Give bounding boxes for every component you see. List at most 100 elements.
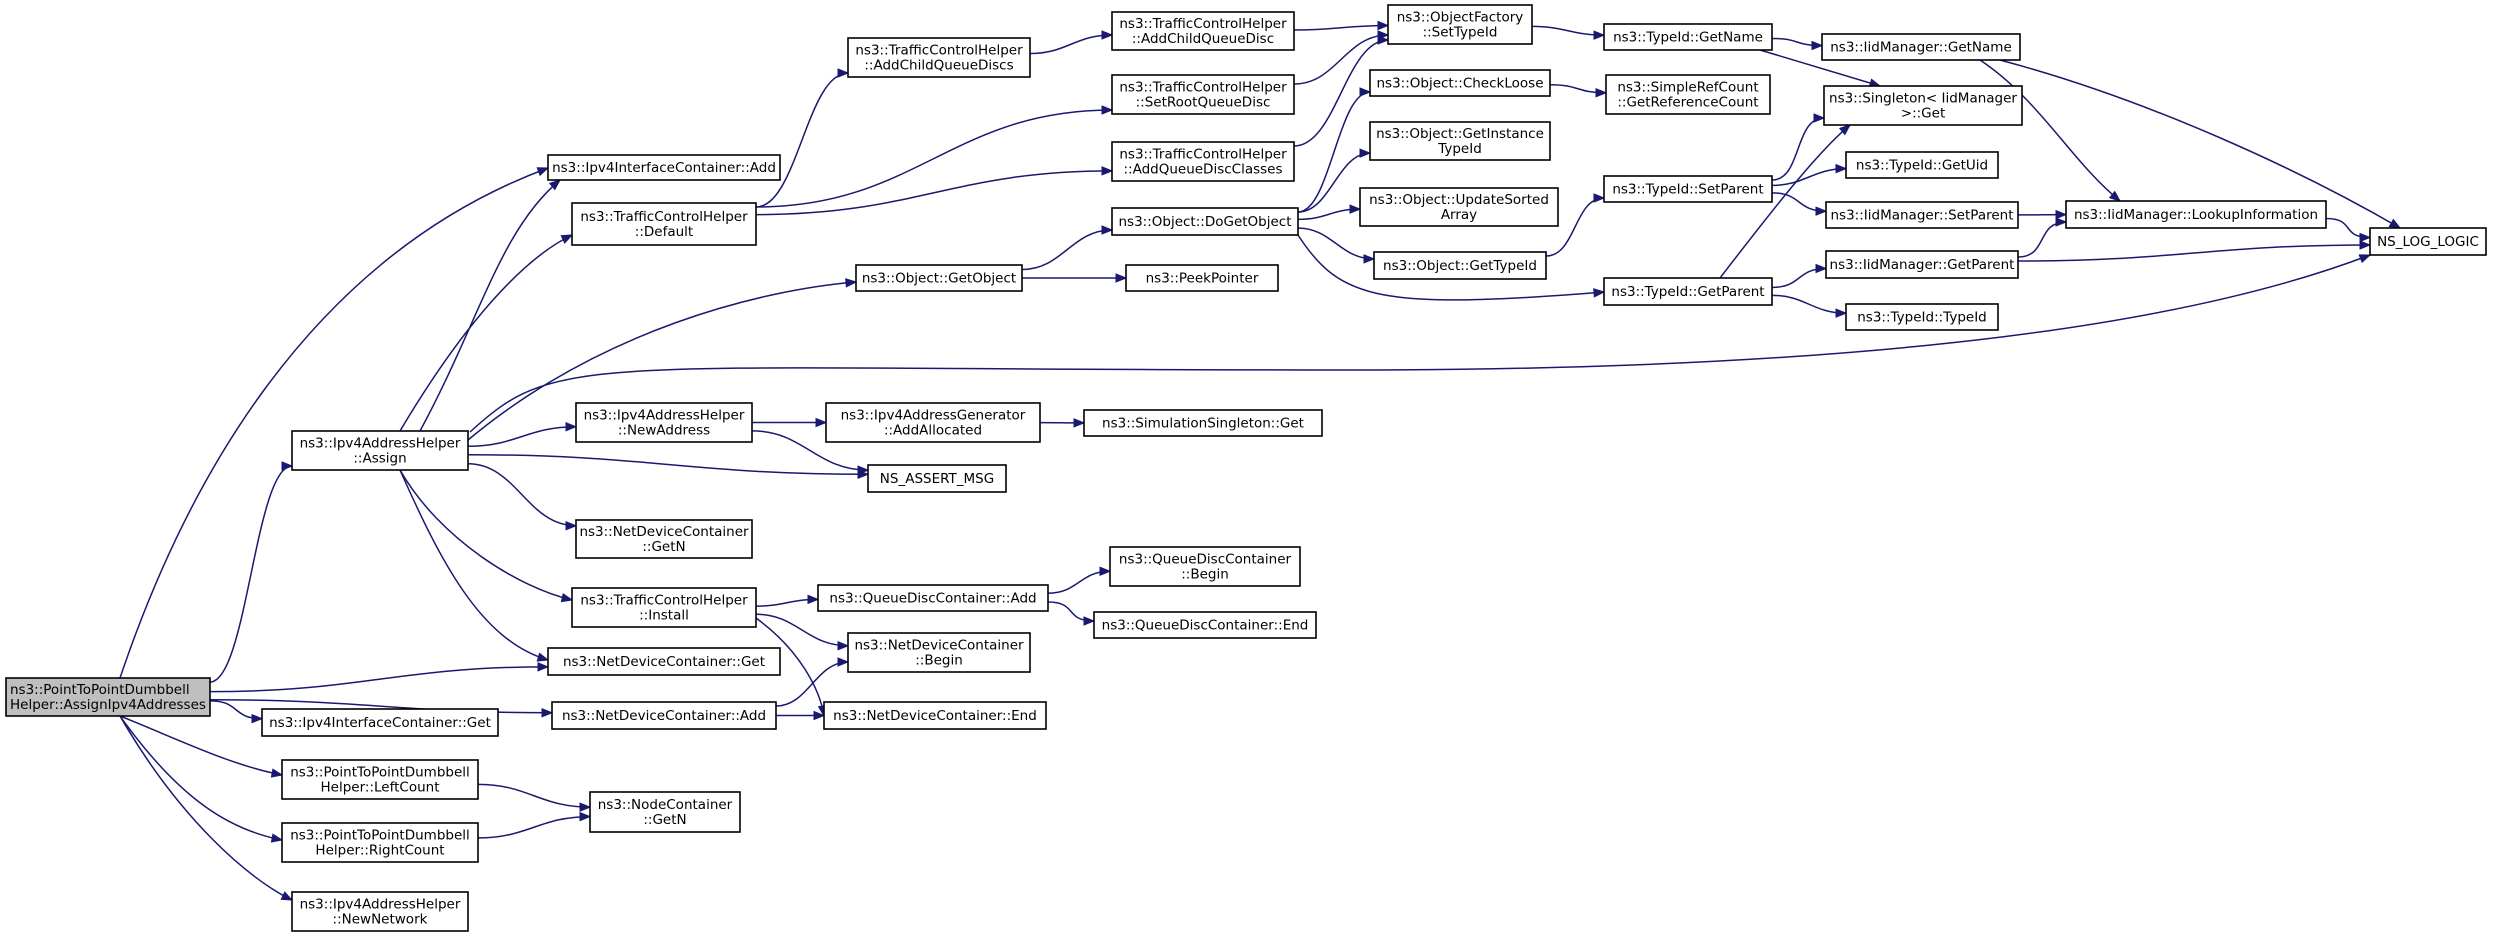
node-obj-dogetobject[interactable]: ns3::Object::DoGetObject — [1111, 207, 1299, 236]
node-label-line: ns3::TypeId::TypeId — [1857, 310, 1987, 326]
node-root[interactable]: ns3::PointToPointDumbbellHelper::AssignI… — [5, 677, 211, 717]
node-tch-default[interactable]: ns3::TrafficControlHelper::Default — [571, 202, 757, 246]
node-label-line: ::AddChildQueueDiscs — [864, 58, 1013, 74]
node-label-line: ns3::NetDeviceContainer::Get — [563, 654, 765, 670]
node-box — [867, 464, 1007, 493]
edge-obj_getobject-to-peekpointer — [1022, 273, 1128, 283]
node-iidm-getparent[interactable]: ns3::IidManager::GetParent — [1825, 250, 2019, 279]
node-label-line: ns3::NetDeviceContainer::End — [833, 708, 1037, 724]
node-tch-setrootqueuedisc[interactable]: ns3::TrafficControlHelper::SetRootQueueD… — [1111, 74, 1295, 115]
node-tch-install[interactable]: ns3::TrafficControlHelper::Install — [571, 587, 757, 628]
node-p2p-rightcount[interactable]: ns3::PointToPointDumbbellHelper::RightCo… — [281, 822, 479, 863]
node-ndc-end[interactable]: ns3::NetDeviceContainer::End — [823, 701, 1047, 730]
edge-ipv4ah_assign-to-ndc_get — [399, 469, 550, 662]
node-box — [1093, 611, 1317, 639]
node-label-line: ns3::IidManager::GetParent — [1830, 257, 2015, 273]
edge-arrowhead — [1593, 193, 1606, 203]
node-iidm-getname[interactable]: ns3::IidManager::GetName — [1821, 33, 2021, 61]
node-obj-getobject[interactable]: ns3::Object::GetObject — [855, 264, 1023, 292]
node-box — [1821, 33, 2021, 61]
node-qdc-add[interactable]: ns3::QueueDiscContainer::Add — [817, 584, 1049, 612]
node-box — [1823, 85, 2023, 126]
edge-line — [119, 715, 293, 901]
node-label-line: ns3::Ipv4InterfaceContainer::Add — [552, 160, 776, 176]
edge-arrowhead — [1838, 124, 1852, 136]
edge-arrowhead — [1115, 273, 1128, 283]
node-label-line: ns3::NodeContainer — [598, 797, 733, 813]
node-src-getreferencecount[interactable]: ns3::SimpleRefCount::GetReferenceCount — [1605, 74, 1771, 115]
node-tch-addchildqueuediscs[interactable]: ns3::TrafficControlHelper::AddChildQueue… — [847, 37, 1031, 78]
node-iidm-setparent[interactable]: ns3::IidManager::SetParent — [1825, 201, 2019, 229]
node-ns-log-logic[interactable]: NS_LOG_LOGIC — [2369, 227, 2487, 256]
node-of-settypeid[interactable]: ns3::ObjectFactory::SetTypeId — [1387, 4, 1533, 45]
edge-arrowhead — [813, 710, 826, 721]
node-label-line: ns3::QueueDiscContainer — [1119, 552, 1292, 568]
node-box — [817, 584, 1049, 612]
node-box — [281, 822, 479, 863]
edge-line — [1719, 124, 1851, 279]
node-label-line: ns3::TrafficControlHelper — [855, 43, 1023, 59]
node-simsingleton-get[interactable]: ns3::SimulationSingleton::Get — [1083, 409, 1323, 437]
node-label-line: ns3::Object::GetTypeId — [1383, 258, 1537, 274]
node-ipv4ic-add[interactable]: ns3::Ipv4InterfaceContainer::Add — [547, 154, 781, 181]
node-singleton-get[interactable]: ns3::Singleton< IidManager >::Get — [1823, 85, 2023, 126]
node-ndc-get[interactable]: ns3::NetDeviceContainer::Get — [547, 647, 781, 676]
edge-line — [1759, 49, 1881, 87]
node-obj-checkloose[interactable]: ns3::Object::CheckLoose — [1369, 69, 1551, 97]
node-box — [1825, 201, 2019, 229]
node-ipv4ag-addallocated[interactable]: ns3::Ipv4AddressGenerator::AddAllocated — [825, 402, 1041, 443]
nodes-layer: ns3::PointToPointDumbbellHelper::AssignI… — [5, 4, 2487, 932]
edge-arrowhead — [541, 707, 554, 718]
edge-line — [1297, 227, 1375, 260]
edge-line — [399, 469, 549, 661]
node-ipv4ah-newnetwork[interactable]: ns3::Ipv4AddressHelper::NewNetwork — [291, 891, 469, 932]
edge-arrowhead — [251, 713, 264, 724]
node-box — [1387, 4, 1533, 45]
node-ndc-begin[interactable]: ns3::NetDeviceContainer::Begin — [847, 632, 1031, 673]
node-peekpointer[interactable]: ns3::PeekPointer — [1125, 264, 1279, 292]
edge-arrowhead — [1811, 40, 1824, 51]
edge-iidm_getname-to-iidm_lookupinformation — [1979, 59, 2122, 202]
edge-root-to-ipv4ah_newnetwork — [119, 715, 294, 901]
node-typeid-setparent[interactable]: ns3::TypeId::SetParent — [1603, 175, 1773, 203]
node-tch-addchildqueuedisc[interactable]: ns3::TrafficControlHelper::AddChildQueue… — [1111, 11, 1295, 51]
edge-arrowhead — [1813, 113, 1826, 123]
edge-arrowhead — [270, 768, 284, 778]
node-ns-assert-msg[interactable]: NS_ASSERT_MSG — [867, 464, 1007, 493]
node-ndc-add[interactable]: ns3::NetDeviceContainer::Add — [551, 701, 777, 730]
edge-line — [469, 254, 2371, 433]
node-tch-addqueuediscclasses[interactable]: ns3::TrafficControlHelper::AddQueueDiscC… — [1111, 141, 1295, 182]
node-typeid-getname[interactable]: ns3::TypeId::GetName — [1603, 23, 1773, 51]
node-iidm-lookupinformation[interactable]: ns3::IidManager::LookupInformation — [2065, 200, 2327, 229]
node-nc-getn[interactable]: ns3::NodeContainer::GetN — [589, 791, 741, 833]
node-ipv4ah-newaddress[interactable]: ns3::Ipv4AddressHelper::NewAddress — [575, 402, 753, 443]
node-label-line: NS_ASSERT_MSG — [880, 471, 994, 487]
node-ipv4ic-get[interactable]: ns3::Ipv4InterfaceContainer::Get — [261, 708, 499, 737]
node-obj-gettypeid[interactable]: ns3::Object::GetTypeId — [1373, 251, 1547, 280]
node-typeid-typeid[interactable]: ns3::TypeId::TypeId — [1845, 303, 1999, 331]
node-ipv4ah-assign[interactable]: ns3::Ipv4AddressHelper::Assign — [291, 430, 469, 471]
edge-arrowhead — [536, 167, 550, 177]
edge-iidm_lookupinformation-to-ns_log_logic — [2325, 217, 2372, 243]
edge-iidm_setparent-to-iidm_lookupinformation — [2017, 209, 2068, 220]
node-typeid-getparent[interactable]: ns3::TypeId::GetParent — [1603, 277, 1773, 306]
edge-typeid_setparent-to-typeid_getuid — [1771, 163, 1848, 187]
edge-arrowhead — [565, 421, 578, 432]
edge-arrowhead — [280, 891, 294, 901]
node-typeid-getuid[interactable]: ns3::TypeId::GetUid — [1845, 151, 1999, 179]
node-box — [1111, 141, 1295, 182]
node-ndc-getn[interactable]: ns3::NetDeviceContainer::GetN — [575, 519, 753, 559]
node-qdc-end[interactable]: ns3::QueueDiscContainer::End — [1093, 611, 1317, 639]
edge-line — [419, 179, 561, 432]
edge-arrowhead — [1593, 288, 1606, 298]
edge-obj_checkloose-to-src_getreferencecount — [1549, 83, 1608, 98]
edge-line — [477, 783, 591, 808]
node-qdc-begin[interactable]: ns3::QueueDiscContainer::Begin — [1109, 546, 1301, 587]
node-p2p-leftcount[interactable]: ns3::PointToPointDumbbellHelper::LeftCou… — [281, 759, 479, 800]
edge-ipv4ah_newaddress-to-ns_assert_msg — [751, 430, 870, 475]
node-box — [571, 587, 757, 628]
node-box — [1083, 409, 1323, 437]
